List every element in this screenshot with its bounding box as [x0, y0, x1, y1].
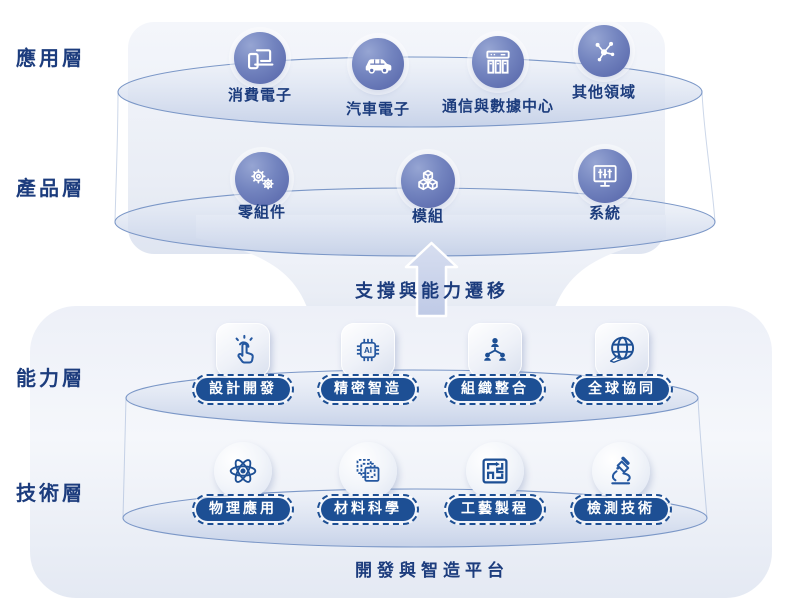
ai-chip-icon: AI — [341, 323, 395, 377]
layer-label-capability: 能力層 — [16, 368, 85, 390]
product-item-components: 零組件 — [187, 152, 337, 221]
technology-item-process-engineering: 工藝製程 — [420, 442, 570, 525]
cubes-icon — [401, 154, 455, 208]
gears-icon — [235, 152, 289, 206]
pill-label: 物理應用 — [196, 498, 290, 521]
technology-item-physics-application: 物理應用 — [168, 442, 318, 525]
pill-label: 工藝製程 — [448, 498, 542, 521]
technology-pill: 檢測技術 — [546, 494, 696, 525]
technology-pill: 物理應用 — [168, 494, 318, 525]
technology-pill: 材料科學 — [293, 494, 443, 525]
flow-label: 支撐與能力遷移 — [355, 281, 509, 301]
item-label: 其他領域 — [571, 85, 636, 101]
item-label: 通信與數據中心 — [441, 99, 554, 115]
product-item-systems: 系統 — [530, 149, 680, 222]
capability-pill: 組織整合 — [420, 374, 570, 405]
network-nodes-icon — [578, 25, 630, 77]
platform-title: 開發與智造平台 — [355, 561, 509, 580]
item-label: 系統 — [588, 206, 621, 222]
item-label: 模組 — [411, 209, 444, 225]
monitor-sliders-icon — [578, 149, 632, 203]
capability-item-global-collaboration: 全球協同 — [547, 323, 697, 405]
pill-label: 設計開發 — [196, 378, 290, 401]
app-item-automotive-electronics: 汽車電子 — [303, 38, 453, 118]
pill-label: 全球協同 — [575, 378, 669, 401]
layer-label-technology: 技術層 — [16, 483, 85, 505]
technology-item-materials-science: 材料科學 — [293, 442, 443, 525]
capability-item-design-development: 設計開發 — [168, 323, 318, 405]
app-item-communication-datacenter: 通信與數據中心 — [423, 36, 573, 115]
product-item-modules: 模組 — [353, 154, 503, 225]
capability-pill: 設計開發 — [168, 374, 318, 405]
pill-label: 檢測技術 — [574, 498, 668, 521]
devices-icon — [234, 32, 286, 84]
globe-icon — [595, 323, 649, 377]
layer-label-application: 應用層 — [16, 48, 85, 70]
car-icon — [352, 38, 404, 90]
touch-hand-icon — [216, 323, 270, 377]
svg-text:AI: AI — [364, 346, 372, 355]
pill-label: 組織整合 — [448, 378, 542, 401]
microscope-icon — [592, 442, 650, 500]
layer-label-product: 產品層 — [16, 178, 85, 200]
material-layers-icon — [339, 442, 397, 500]
technology-pill: 工藝製程 — [420, 494, 570, 525]
app-item-consumer-electronics: 消費電子 — [185, 32, 335, 104]
item-label: 汽車電子 — [345, 102, 410, 118]
arrow-up-icon — [404, 241, 459, 318]
pill-label: 精密智造 — [321, 378, 415, 401]
pill-label: 材料科學 — [321, 498, 415, 521]
capability-pill: 精密智造 — [293, 374, 443, 405]
server-rack-icon — [472, 36, 524, 88]
org-chart-icon — [468, 323, 522, 377]
item-label: 消費電子 — [227, 88, 292, 104]
item-label: 零組件 — [237, 205, 286, 221]
capability-item-precision-manufacturing: AI 精密智造 — [293, 323, 443, 405]
app-item-other-fields: 其他領域 — [529, 25, 679, 101]
process-maze-icon — [466, 442, 524, 500]
atom-icon — [214, 442, 272, 500]
capability-item-organization-integration: 組織整合 — [420, 323, 570, 405]
capability-pill: 全球協同 — [547, 374, 697, 405]
technology-item-testing-technology: 檢測技術 — [546, 442, 696, 525]
